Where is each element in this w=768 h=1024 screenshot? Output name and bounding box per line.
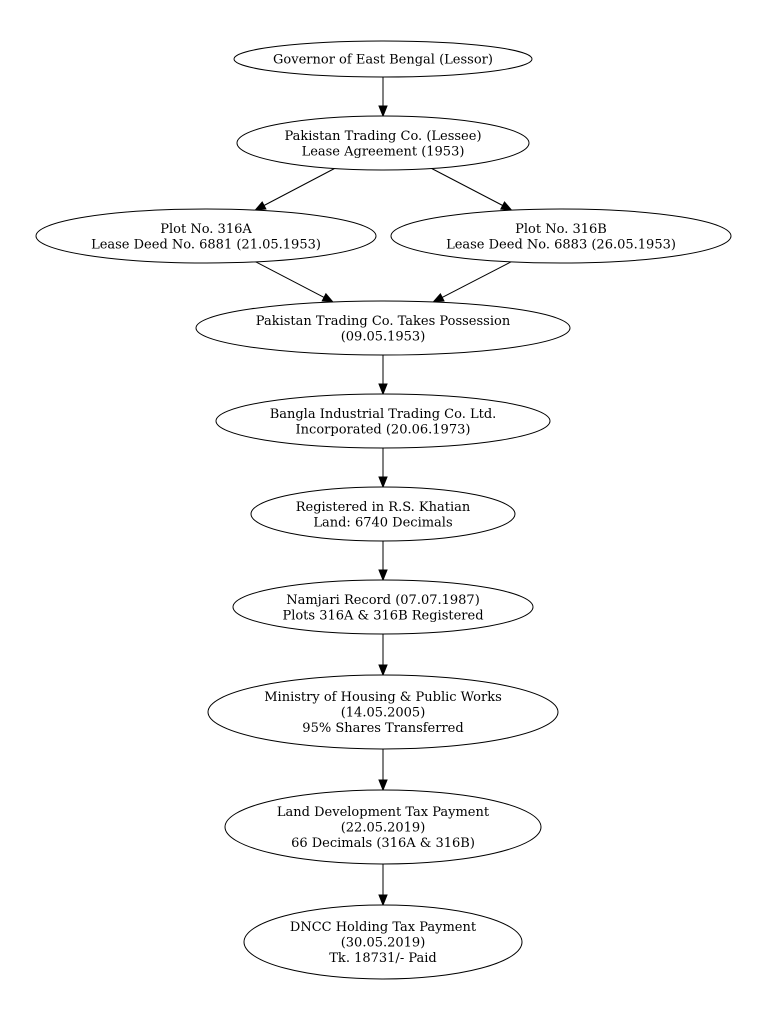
- node-possession: Pakistan Trading Co. Takes Possession(09…: [195, 300, 571, 356]
- node-label-line: Bangla Industrial Trading Co. Ltd.: [270, 407, 497, 422]
- edge-lessor-to-lessee: [378, 77, 388, 118]
- node-lessor: Governor of East Bengal (Lessor): [233, 40, 533, 78]
- edge-khatian-to-namjari: [378, 541, 388, 582]
- node-ellipse: [232, 579, 534, 635]
- edge-lessee-to-plot316a: [253, 168, 335, 211]
- node-ellipse: [35, 208, 377, 264]
- arrowhead-icon: [378, 779, 388, 792]
- edge-line: [255, 261, 325, 298]
- edge-line: [431, 168, 503, 206]
- arrowhead-icon: [378, 383, 388, 396]
- edge-landtax-to-holdingtax: [378, 864, 388, 907]
- node-label-line: Namjari Record (07.07.1987): [286, 593, 480, 608]
- edge-possession-to-bangla: [378, 355, 388, 396]
- edge-plot316b-to-possession: [432, 261, 512, 303]
- node-label-line: Lease Deed No. 6881 (21.05.1953): [91, 237, 321, 252]
- node-label-line: Lease Agreement (1953): [302, 144, 465, 159]
- node-label-line: Ministry of Housing & Public Works: [264, 690, 502, 705]
- arrowhead-icon: [378, 569, 388, 582]
- arrowhead-icon: [378, 664, 388, 677]
- node-label-line: Incorporated (20.06.1973): [296, 422, 471, 437]
- nodes-layer: Governor of East Bengal (Lessor) Pakistan…: [35, 40, 732, 980]
- node-ellipse: [250, 486, 516, 542]
- node-ellipse: [195, 300, 571, 356]
- node-label-line: 66 Decimals (316A & 316B): [291, 836, 475, 851]
- node-label-line: Registered in R.S. Khatian: [296, 500, 471, 515]
- node-label-line: Tk. 18731/- Paid: [329, 951, 436, 966]
- node-ellipse: [215, 393, 551, 449]
- node-ellipse: [243, 904, 523, 980]
- node-label-line: Pakistan Trading Co. Takes Possession: [256, 314, 511, 329]
- edges-layer: [253, 77, 513, 907]
- node-landtax: Land Development Tax Payment(22.05.2019)…: [224, 789, 542, 865]
- edge-plot316a-to-possession: [255, 261, 335, 303]
- node-label-line: (22.05.2019): [341, 821, 426, 836]
- node-label-line: (09.05.1953): [341, 329, 426, 344]
- node-label-line: Pakistan Trading Co. (Lessee): [284, 129, 481, 144]
- edge-bangla-to-khatian: [378, 448, 388, 489]
- edge-lessee-to-plot316b: [431, 168, 513, 211]
- arrowhead-icon: [378, 105, 388, 118]
- node-ellipse: [390, 208, 732, 264]
- edge-namjari-to-ministry: [378, 634, 388, 677]
- node-holdingtax: DNCC Holding Tax Payment(30.05.2019)Tk. …: [243, 904, 523, 980]
- node-label-line: Plots 316A & 316B Registered: [282, 608, 483, 623]
- node-label-line: Governor of East Bengal (Lessor): [273, 53, 493, 68]
- node-label-line: Plot No. 316B: [515, 222, 607, 237]
- node-label-line: (14.05.2005): [341, 706, 426, 721]
- edge-line: [263, 168, 335, 206]
- arrowhead-icon: [378, 894, 388, 907]
- edge-ministry-to-landtax: [378, 749, 388, 792]
- arrowhead-icon: [500, 201, 513, 211]
- node-ellipse: [224, 789, 542, 865]
- node-bangla: Bangla Industrial Trading Co. Ltd.Incorp…: [215, 393, 551, 449]
- node-namjari: Namjari Record (07.07.1987)Plots 316A & …: [232, 579, 534, 635]
- edge-line: [441, 261, 512, 298]
- node-label-line: 95% Shares Transferred: [302, 721, 463, 736]
- node-label-line: (30.05.2019): [341, 936, 426, 951]
- node-ellipse: [233, 40, 533, 78]
- node-label-line: Plot No. 316A: [160, 222, 252, 237]
- node-label-line: Land Development Tax Payment: [277, 805, 490, 820]
- node-lessee: Pakistan Trading Co. (Lessee)Lease Agree…: [236, 115, 530, 171]
- arrowhead-icon: [378, 476, 388, 489]
- node-ministry: Ministry of Housing & Public Works(14.05…: [207, 674, 559, 750]
- node-ellipse: [207, 674, 559, 750]
- node-ellipse: [236, 115, 530, 171]
- arrowhead-icon: [253, 201, 267, 211]
- arrowhead-icon: [321, 292, 335, 303]
- node-label-line: Land: 6740 Decimals: [313, 515, 452, 530]
- node-label-line: DNCC Holding Tax Payment: [290, 920, 477, 935]
- node-label-line: Lease Deed No. 6883 (26.05.1953): [446, 237, 676, 252]
- arrowhead-icon: [432, 293, 445, 303]
